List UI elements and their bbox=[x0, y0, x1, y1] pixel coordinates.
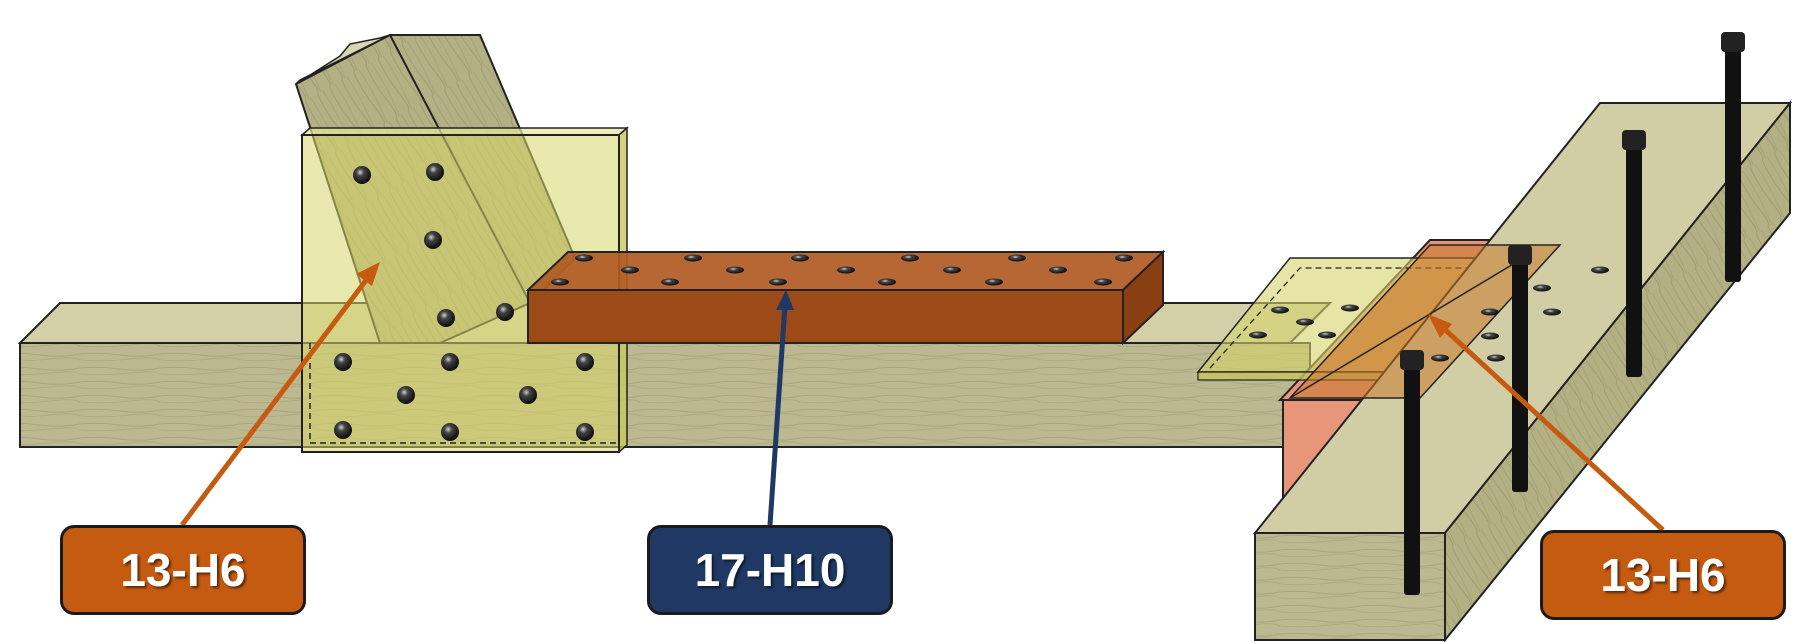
threaded-rod-icon bbox=[1508, 245, 1532, 492]
screw-head-icon bbox=[424, 231, 442, 249]
middle-orange-plate bbox=[525, 249, 1166, 346]
callout-13-h6-left: 13-H6 bbox=[60, 525, 306, 615]
arrow-middle bbox=[767, 290, 794, 526]
screw-head-icon bbox=[426, 163, 444, 181]
right-plate-screws bbox=[1249, 266, 1609, 362]
callout-13-h6-right: 13-H6 bbox=[1540, 530, 1786, 620]
threaded-rod-icon bbox=[1400, 350, 1424, 595]
screw-head-icon bbox=[397, 386, 415, 404]
screw-head-icon bbox=[437, 309, 455, 327]
left-plate-screws bbox=[334, 163, 594, 441]
screw-head-icon bbox=[441, 423, 459, 441]
screw-head-icon bbox=[519, 386, 537, 404]
screw-head-icon bbox=[576, 423, 594, 441]
screw-head-icon bbox=[334, 421, 352, 439]
callout-17-h10: 17-H10 bbox=[647, 525, 893, 615]
threaded-rod-icon bbox=[1721, 32, 1745, 282]
threaded-rods bbox=[1400, 32, 1745, 595]
right-orange-overlay bbox=[1288, 244, 1562, 399]
screw-head-icon bbox=[334, 353, 352, 371]
screw-head-icon bbox=[353, 166, 371, 184]
screw-head-icon bbox=[496, 303, 514, 321]
threaded-rod-icon bbox=[1622, 130, 1646, 377]
arrow-left bbox=[180, 262, 380, 527]
screw-head-icon bbox=[441, 353, 459, 371]
screw-head-icon bbox=[576, 353, 594, 371]
arrow-right bbox=[1428, 314, 1665, 532]
middle-plate-screws bbox=[551, 254, 1133, 286]
